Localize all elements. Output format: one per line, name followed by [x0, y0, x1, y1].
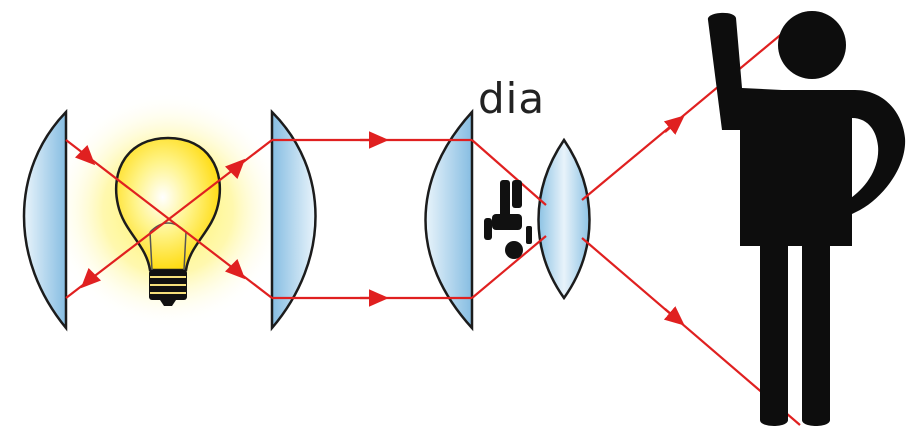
- field-lens: [424, 108, 474, 332]
- converging-rays: [471, 139, 547, 299]
- person-pointing-icon: [707, 11, 906, 427]
- reflector-lens: [22, 108, 68, 332]
- reflector-rays: [65, 139, 273, 299]
- slide-label: dia: [478, 74, 546, 123]
- parallel-rays: [272, 131, 472, 307]
- inverted-figure-icon: [484, 180, 532, 259]
- projection-lens: [537, 137, 591, 301]
- condenser-lens: [270, 108, 317, 332]
